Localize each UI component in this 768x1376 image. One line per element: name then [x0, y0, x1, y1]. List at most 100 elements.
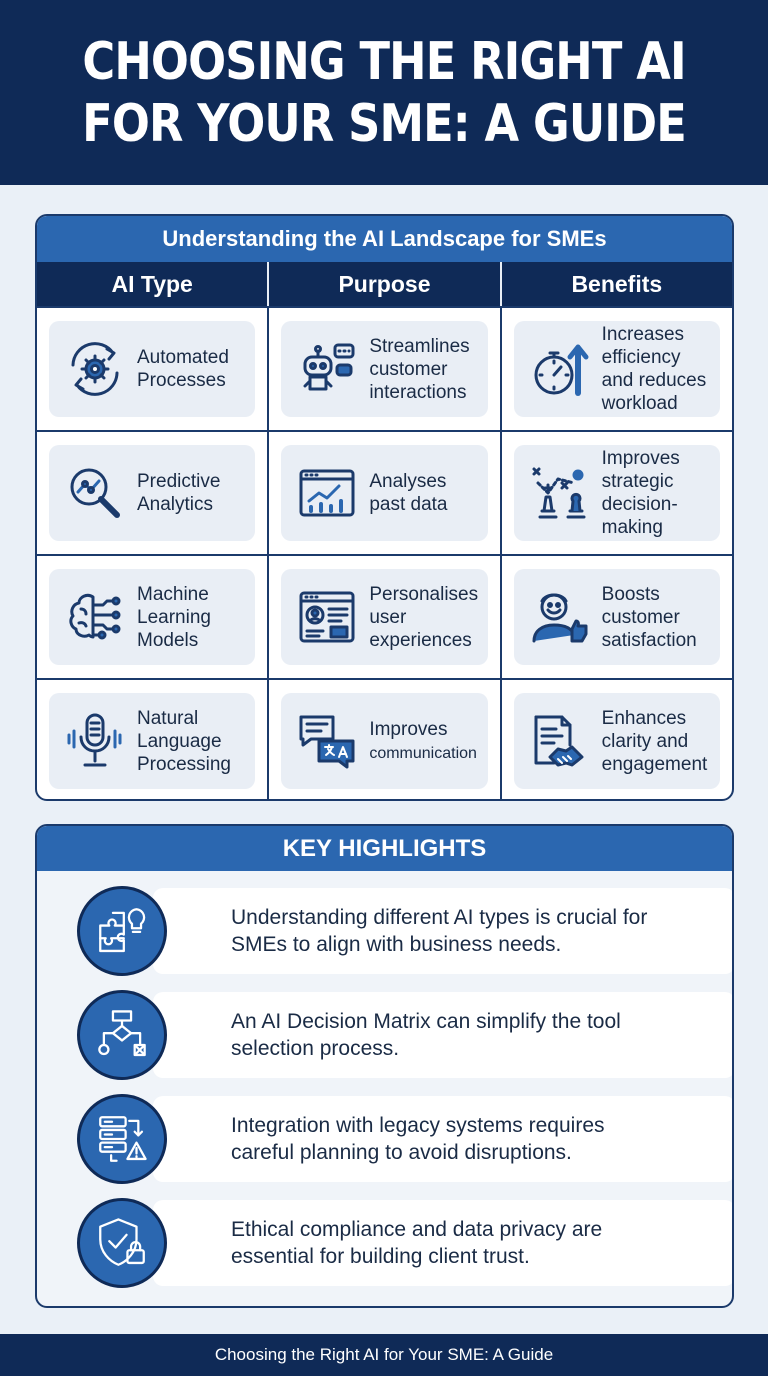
- chess-strategy-icon: [524, 457, 596, 529]
- ai-type-line: Processes: [137, 370, 226, 391]
- ai-type-line: Analytics: [137, 494, 214, 515]
- purpose-line: Improves: [369, 718, 448, 740]
- ai-type-line: Automated: [137, 347, 229, 368]
- purpose-line: customer: [369, 358, 448, 380]
- ai-type-line: Predictive: [137, 471, 221, 492]
- purpose-line: Personalises: [369, 583, 479, 605]
- benefit-line: Increases: [601, 324, 685, 345]
- microphone-icon: [59, 705, 131, 777]
- page-footer: Choosing the Right AI for Your SME: A Gu…: [0, 1334, 768, 1376]
- ai-type-line: Models: [137, 629, 199, 651]
- benefit-line: Boosts: [601, 583, 660, 605]
- benefit-line: engagement: [601, 753, 708, 775]
- purpose-line: Streamlines: [369, 335, 470, 357]
- list-item: Understanding different AI types is cruc…: [77, 886, 732, 990]
- highlight-line: careful planning to avoid disruptions.: [231, 1141, 572, 1164]
- benefit-line: satisfaction: [601, 629, 697, 651]
- highlight-line: Ethical compliance and data privacy are: [231, 1218, 603, 1241]
- handshake-document-icon: [524, 705, 596, 777]
- magnifier-chart-icon: [59, 457, 131, 529]
- benefit-line: Improves: [601, 448, 680, 469]
- list-item: Ethical compliance and data privacy are e…: [77, 1198, 732, 1302]
- highlight-line: SMEs to align with business needs.: [231, 933, 562, 956]
- ai-type-line: Language: [137, 730, 222, 752]
- cell-purpose: Improves communication: [269, 680, 502, 799]
- server-warning-icon: [77, 1094, 167, 1184]
- benefit-line: efficiency: [601, 347, 681, 368]
- highlight-line: selection process.: [231, 1037, 400, 1060]
- benefit-line: making: [601, 517, 663, 538]
- highlight-text: Integration with legacy systems requires…: [153, 1096, 732, 1182]
- profile-page-icon: [291, 581, 363, 653]
- key-highlights-panel: KEY HIGHLIGHTS Understanding different A…: [35, 824, 734, 1308]
- card: Improves communication: [281, 693, 488, 789]
- highlight-text: Ethical compliance and data privacy are e…: [153, 1200, 732, 1286]
- chatbot-icon: [291, 333, 363, 405]
- benefit-line: Enhances: [601, 707, 687, 729]
- highlight-line: Integration with legacy systems requires: [231, 1114, 605, 1137]
- column-header-ai-type: AI Type: [37, 262, 270, 306]
- purpose-line: experiences: [369, 629, 472, 651]
- purpose-line: interactions: [369, 381, 467, 403]
- translate-bubbles-icon: [291, 705, 363, 777]
- table-header-row: AI Type Purpose Benefits: [37, 262, 732, 306]
- chart-window-icon: [291, 457, 363, 529]
- ai-type-line: Processing: [137, 753, 231, 775]
- purpose-line: communication: [369, 744, 477, 762]
- benefit-line: clarity and: [601, 730, 689, 752]
- shield-lock-icon: [77, 1198, 167, 1288]
- column-header-benefits: Benefits: [571, 270, 663, 297]
- purpose-line: past data: [369, 494, 448, 515]
- ai-type-line: Natural: [137, 707, 199, 729]
- benefit-line: and reduces: [601, 370, 707, 391]
- landscape-title: Understanding the AI Landscape for SMEs: [37, 216, 732, 262]
- ai-type-line: Machine: [137, 583, 209, 605]
- column-header-purpose: Purpose: [269, 262, 502, 306]
- title-line-2: FOR YOUR SME: A GUIDE: [82, 93, 687, 154]
- highlights-title: KEY HIGHLIGHTS: [37, 826, 732, 871]
- benefit-line: decision-: [601, 494, 678, 515]
- benefit-line: strategic: [601, 471, 674, 492]
- page-title: CHOOSING THE RIGHT AI FOR YOUR SME: A GU…: [82, 31, 687, 155]
- highlight-text: An AI Decision Matrix can simplify the t…: [153, 992, 732, 1078]
- highlight-line: Understanding different AI types is cruc…: [231, 906, 648, 929]
- page-header: CHOOSING THE RIGHT AI FOR YOUR SME: A GU…: [0, 0, 768, 185]
- highlight-text: Understanding different AI types is cruc…: [153, 888, 732, 974]
- list-item: Integration with legacy systems requires…: [77, 1094, 732, 1198]
- purpose-line: Analyses: [369, 471, 447, 492]
- stopwatch-arrow-icon: [524, 333, 596, 405]
- benefit-line: workload: [601, 393, 678, 414]
- happy-customer-icon: [524, 581, 596, 653]
- highlight-line: essential for building client trust.: [231, 1245, 530, 1268]
- ai-landscape-panel: Understanding the AI Landscape for SMEs …: [35, 214, 734, 801]
- benefit-line: customer: [601, 606, 680, 628]
- highlights-list: Understanding different AI types is cruc…: [77, 886, 732, 1302]
- gear-cycle-icon: [59, 333, 131, 405]
- puzzle-bulb-icon: [77, 886, 167, 976]
- ai-type-line: Learning: [137, 606, 211, 628]
